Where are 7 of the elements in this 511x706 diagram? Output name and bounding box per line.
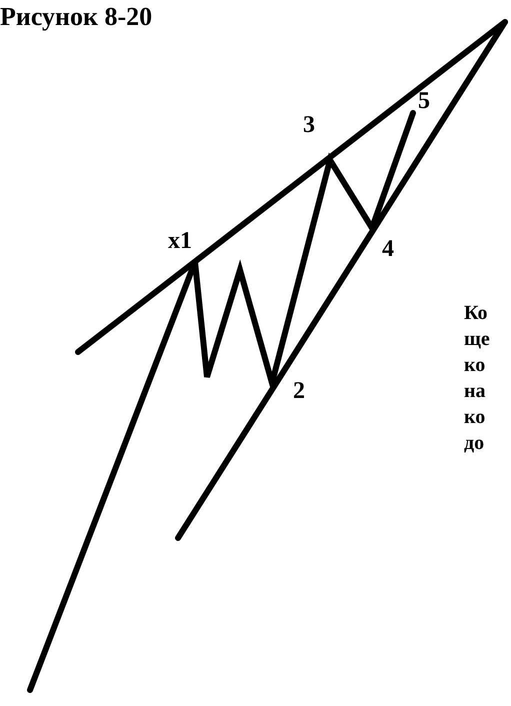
note-text: Ко ще ко на ко до — [464, 301, 491, 456]
wave-label: 4 — [382, 236, 394, 263]
figure-title: Рисунок 8-20 — [0, 2, 152, 32]
wave-label: 2 — [293, 378, 305, 405]
wave-label: x1 — [168, 228, 192, 255]
wave-label: 5 — [418, 88, 430, 115]
wave-label: 3 — [303, 112, 315, 139]
